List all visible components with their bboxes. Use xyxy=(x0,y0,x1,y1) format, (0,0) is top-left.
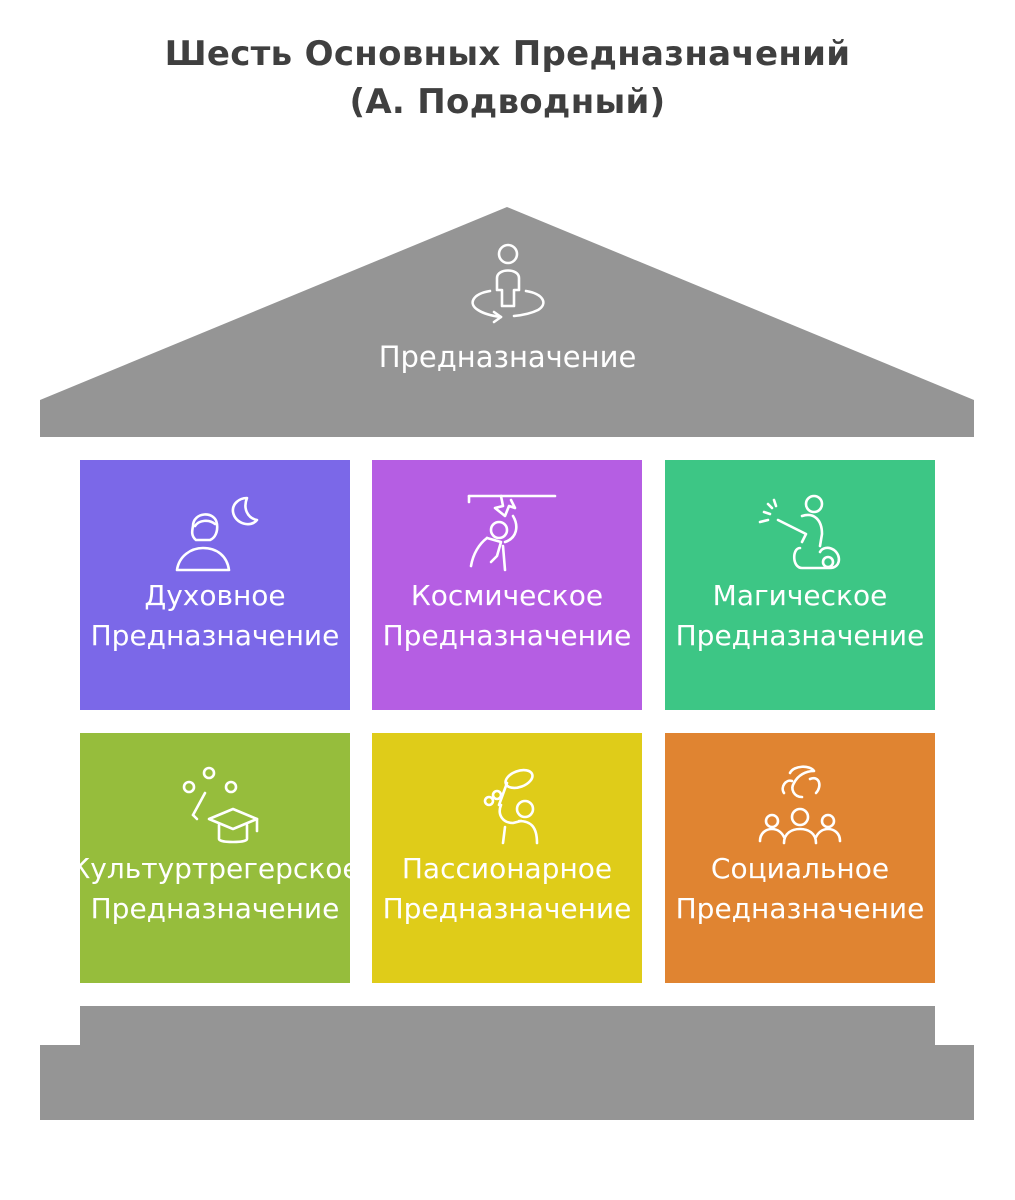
tile-spiritual-line-2: Предназначение xyxy=(90,619,340,652)
tile-magical-line-2: Предназначение xyxy=(675,619,925,652)
person-rotating-icon xyxy=(471,243,545,324)
tile-magical-label: Магическое Предназначение xyxy=(665,576,935,656)
tile-cultural-line-1: Культуртрегерское xyxy=(80,852,350,885)
tile-cosmic-line-1: Космическое xyxy=(410,579,604,612)
tile-cosmic: Космическое Предназначение xyxy=(372,460,642,710)
tile-spiritual-label: Духовное Предназначение xyxy=(80,576,350,656)
tile-magical-line-1: Магическое xyxy=(712,579,888,612)
diagram-title: Шесть Основных Предназначений (А. Подвод… xyxy=(0,30,1015,126)
tile-passionary: Пассионарное Предназначение xyxy=(372,733,642,983)
tile-cultural: Культуртрегерское Предназначение xyxy=(80,733,350,983)
person-with-net-icon xyxy=(483,768,539,845)
person-reaching-sky-icon xyxy=(467,494,557,572)
foundation-lower-step xyxy=(40,1045,974,1120)
title-line-2: (А. Подводный) xyxy=(349,82,666,122)
roof xyxy=(40,207,974,437)
graduation-cap-icon xyxy=(182,766,259,844)
tile-cosmic-label: Космическое Предназначение xyxy=(372,576,642,656)
foundation-upper-step xyxy=(80,1006,935,1051)
tile-spiritual: Духовное Предназначение xyxy=(80,460,350,710)
tile-cultural-line-2: Предназначение xyxy=(90,892,340,925)
person-casting-spell-icon xyxy=(758,494,841,570)
tile-passionary-line-1: Пассионарное xyxy=(401,852,613,885)
group-of-people-icon xyxy=(758,765,842,845)
tile-passionary-label: Пассионарное Предназначение xyxy=(372,849,642,929)
tile-spiritual-line-1: Духовное xyxy=(144,579,286,612)
tile-social: Социальное Предназначение xyxy=(665,733,935,983)
tile-magical: Магическое Предназначение xyxy=(665,460,935,710)
tile-social-line-2: Предназначение xyxy=(675,892,925,925)
tile-cultural-label: Культуртрегерское Предназначение xyxy=(80,849,350,929)
tile-cosmic-line-2: Предназначение xyxy=(382,619,632,652)
tile-passionary-line-2: Предназначение xyxy=(382,892,632,925)
tile-social-label: Социальное Предназначение xyxy=(665,849,935,929)
title-line-1: Шесть Основных Предназначений xyxy=(164,34,851,74)
roof-label: Предназначение xyxy=(378,340,637,374)
tile-social-line-1: Социальное xyxy=(710,852,890,885)
meditating-person-moon-icon xyxy=(175,496,259,572)
